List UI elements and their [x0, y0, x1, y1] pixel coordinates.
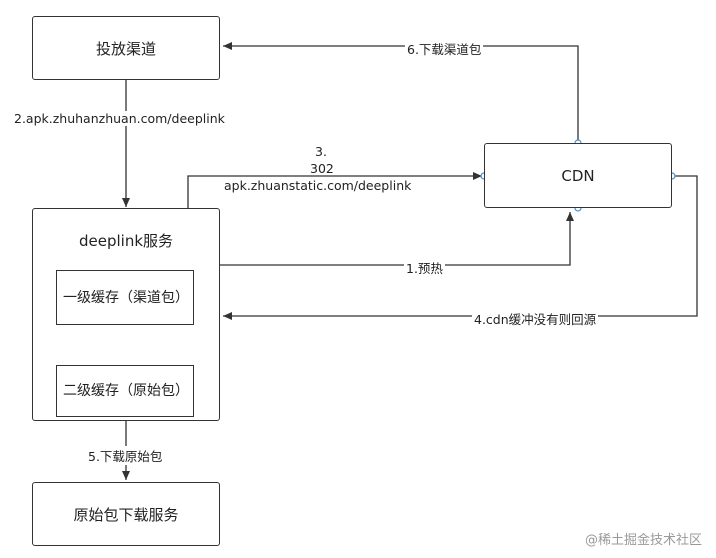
- edge-4-arrow: [223, 175, 698, 320]
- cdn-node-label: CDN: [561, 166, 595, 185]
- l2-cache-label: 二级缓存（原始包）: [63, 383, 189, 399]
- origin-download-node: 原始包下载服务: [32, 482, 220, 546]
- edge-3-arrow: [187, 172, 482, 208]
- origin-download-label: 原始包下载服务: [73, 505, 179, 524]
- channel-node-label: 投放渠道: [95, 39, 156, 58]
- channel-node: 投放渠道: [32, 16, 220, 80]
- edge-3-label-line1: 3.: [315, 144, 327, 159]
- edge-1-arrow: [220, 212, 574, 266]
- edge-1-label: 1.预热: [404, 258, 445, 277]
- edge-3-label-line2: 302: [310, 161, 334, 176]
- edge-3-label-line3: apk.zhuanstatic.com/deeplink: [222, 178, 414, 193]
- edge-6-label: 6.下载渠道包: [405, 39, 484, 58]
- edge-6-arrow: [223, 42, 579, 143]
- edge-4-label: 4.cdn缓冲没有则回源: [472, 309, 599, 328]
- cdn-node: CDN: [484, 143, 672, 208]
- l1-cache-node: 一级缓存（渠道包）: [56, 270, 194, 325]
- l2-cache-node: 二级缓存（原始包）: [56, 365, 194, 417]
- deeplink-service-title: deeplink服务: [78, 232, 174, 250]
- edge-5-label: 5.下载原始包: [86, 446, 165, 465]
- edge-2-label: 2.apk.zhuhanzhuan.com/deeplink: [12, 111, 227, 126]
- watermark: @稀土掘金技术社区: [584, 533, 702, 548]
- l1-cache-label: 一级缓存（渠道包）: [63, 289, 189, 306]
